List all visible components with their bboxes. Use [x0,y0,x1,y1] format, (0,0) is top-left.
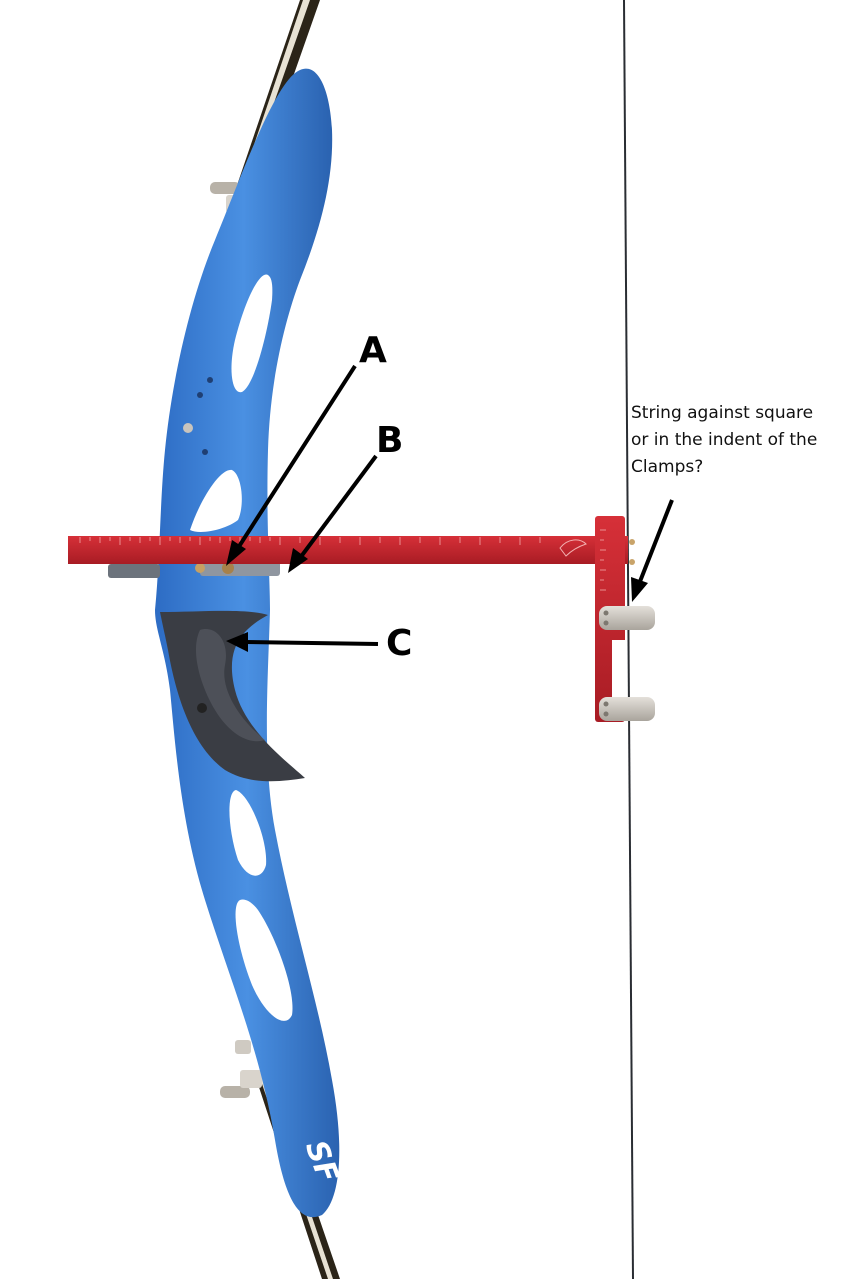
bow-string [623,0,634,1279]
question-annotation: String against square or in the indent o… [631,400,851,481]
question-line-3: Clamps? [631,457,704,477]
arrow-c [226,632,379,652]
arrow-a [226,364,357,566]
riser-screws [183,377,213,455]
label-b: B [376,420,403,461]
arrow-question [631,499,674,602]
limb-bolt-bottom [220,1040,262,1098]
ruler-ticks [79,529,606,591]
clamp-bottom [599,697,655,721]
arrow-b [288,454,378,573]
question-line-1: String against square [631,403,814,423]
bow-square [68,516,635,722]
label-c: C [386,623,412,664]
clamp-top [599,606,655,630]
riser-cutouts [190,274,293,1021]
question-line-2: or in the indent of the [631,430,818,450]
label-a: A [359,330,387,371]
